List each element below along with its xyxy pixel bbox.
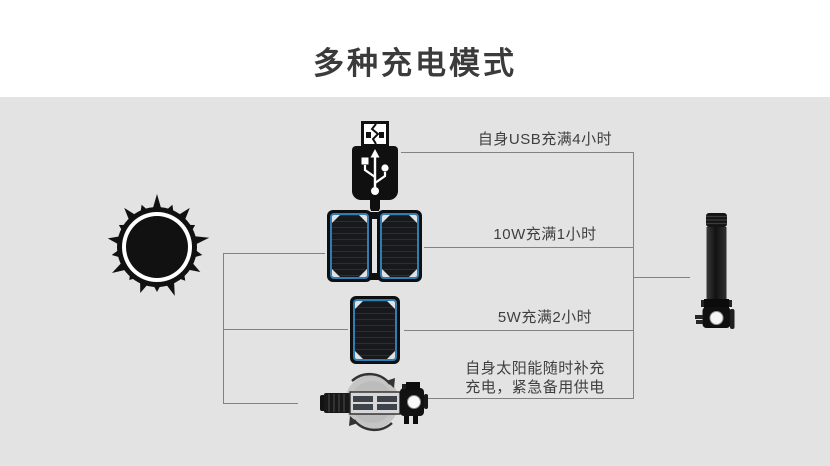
connector-line (633, 277, 690, 278)
usb-plug-icon (352, 120, 398, 211)
label-5w-charging: 5W充满2小时 (497, 309, 593, 326)
label-solar-line2: 充电，紧急备用供电 (465, 379, 605, 396)
page-title: 多种充电模式 (313, 46, 517, 81)
panel-hinge (370, 273, 379, 280)
label-10w-charging: 10W充满1小时 (493, 226, 597, 243)
usb-metal-tip (361, 121, 389, 147)
connector-line (633, 152, 634, 399)
usb-contact (366, 132, 371, 138)
label-solar-line1: 自身太阳能随时补充 (465, 360, 605, 377)
connector-line (404, 330, 633, 331)
connector-line (427, 398, 633, 399)
solar-panel-right (377, 210, 422, 282)
connector-line (223, 253, 224, 404)
label-solar-self-charging: 自身太阳能随时补充 充电，紧急备用供电 (425, 359, 645, 397)
sun-icon (104, 194, 210, 300)
label-usb-charging: 自身USB充满4小时 (477, 131, 613, 148)
usb-trident-symbol (361, 149, 389, 195)
panel-hinge (370, 212, 379, 219)
usb-plug-body (352, 146, 398, 200)
connector-line (223, 403, 298, 404)
connector-line (401, 152, 633, 153)
usb-contact (379, 132, 384, 138)
solar-panel-dual-icon (327, 202, 422, 282)
connector-line (223, 253, 325, 254)
connector-line (223, 329, 348, 330)
connector-line (424, 247, 633, 248)
flashlight-icon (694, 211, 736, 329)
solar-flashlight-icon (296, 372, 432, 432)
solar-panel-single-icon (350, 296, 400, 364)
panel-hanging-tab (371, 202, 379, 211)
solar-panel-left (327, 210, 372, 282)
